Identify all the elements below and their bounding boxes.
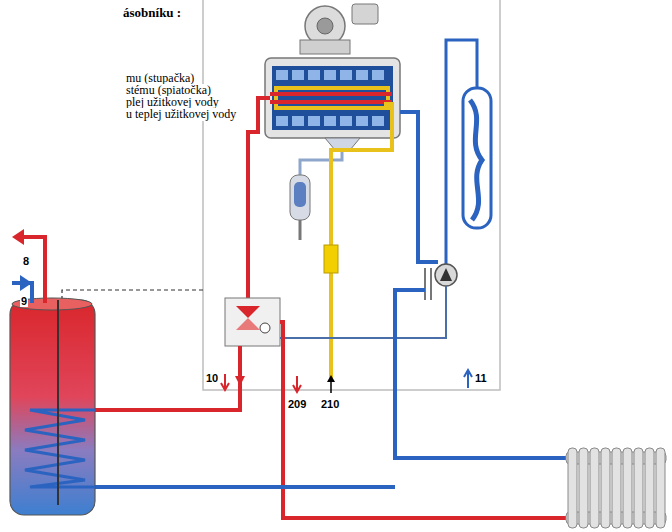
arrow-head [12, 229, 24, 245]
sensor-line [62, 290, 203, 300]
three-way-valve [225, 298, 280, 346]
pump [425, 264, 457, 300]
tank-return-pipe [95, 485, 395, 489]
callout-number: 9 [20, 295, 28, 307]
fan [300, 4, 378, 54]
return-arrow [464, 370, 472, 388]
gas-pipe [324, 104, 392, 393]
flow-arrow [293, 376, 301, 392]
flow-arrow [235, 376, 245, 386]
heating-return-pipe [395, 290, 566, 458]
hot-water-tank [10, 298, 95, 515]
legend-text: u teplej užitkovej vody [125, 108, 237, 121]
callout-number: 11 [474, 372, 488, 384]
bypass-pipe [280, 286, 446, 338]
condensate-siphon [290, 138, 360, 240]
callout-number: 10 [205, 372, 219, 384]
expansion-vessel [463, 88, 491, 228]
return-pipe [400, 112, 438, 262]
callout-number: 8 [22, 255, 30, 267]
flow-pipe [248, 98, 270, 298]
heading-text: ásobníku : [122, 6, 182, 20]
callout-number: 210 [320, 398, 340, 410]
heat-exchanger [265, 58, 400, 138]
boiler-housing [203, 0, 500, 390]
arrow-head [20, 275, 32, 291]
return-arrow [221, 374, 229, 390]
tank-flow-pipe [95, 346, 240, 410]
radiator [566, 448, 666, 528]
callout-number: 209 [287, 398, 307, 410]
